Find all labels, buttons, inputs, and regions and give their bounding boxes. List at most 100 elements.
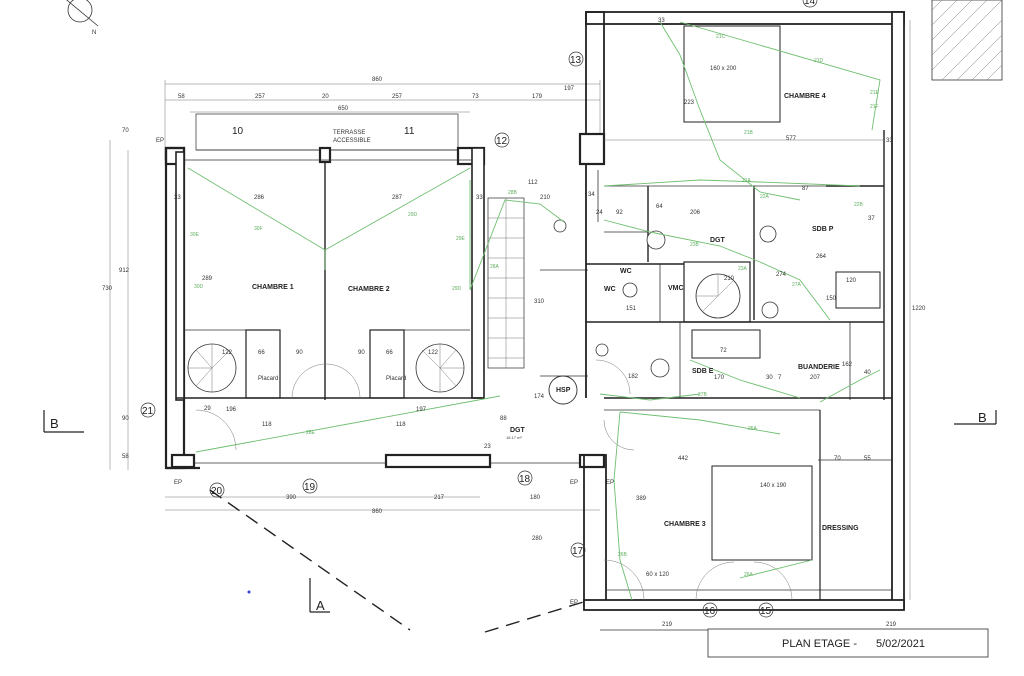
- elec-label-28a: 28A: [490, 264, 500, 270]
- walls-left-block: [164, 146, 606, 470]
- washbasin-icon: [761, 301, 779, 319]
- shower-size: 60 x 120: [646, 572, 670, 578]
- dim-180: 180: [530, 495, 541, 501]
- section-a-label: A: [316, 598, 325, 613]
- elec-label-25a: 25A: [748, 426, 758, 432]
- dim-286: 286: [254, 195, 265, 201]
- spiral-stair-left: [187, 343, 237, 393]
- elec-label-21c: 21C: [716, 34, 726, 40]
- hsp-circle: [548, 375, 578, 405]
- dim-162: 162: [842, 362, 853, 368]
- elec-label-21f: 21F: [870, 104, 879, 110]
- boundary-dashed: [209, 489, 591, 633]
- section-b-right-label: B: [978, 410, 987, 425]
- walls-right-block: [578, 11, 905, 611]
- dim-120: 120: [846, 278, 857, 284]
- marker-15-ring: [758, 602, 774, 618]
- section-b-left: [43, 410, 84, 433]
- dim-90a: 90: [296, 350, 303, 356]
- dim-23: 23: [484, 444, 491, 450]
- elec-label-30f: 30F: [254, 226, 263, 232]
- marker-17: 17: [572, 546, 584, 557]
- marker-17-ring: [570, 542, 586, 558]
- bed-size-chambre4: 160 x 200: [710, 66, 737, 72]
- dim-29: 29: [204, 406, 211, 412]
- dim-1220: 1220: [912, 306, 926, 312]
- dim-70b: 70: [834, 456, 841, 462]
- dim-118b: 118: [396, 422, 406, 428]
- dim-289: 289: [202, 276, 213, 282]
- dim-87: 87: [802, 186, 809, 192]
- marker-13: 13: [570, 55, 582, 66]
- marker-21: 21: [142, 406, 154, 417]
- dim-280: 280: [532, 536, 543, 542]
- dim-30: 30: [766, 375, 773, 381]
- room-chambre3: CHAMBRE 3: [664, 521, 706, 528]
- dim-92: 92: [616, 210, 623, 216]
- dim-58b: 58: [122, 454, 129, 460]
- dim-34: 34: [588, 192, 595, 198]
- dim-264: 264: [816, 254, 827, 260]
- neighbor-hatch: [931, 0, 1003, 81]
- dim-33b: 33: [476, 195, 483, 201]
- electrical-circuits: [187, 21, 881, 601]
- section-b-left-label: B: [50, 416, 59, 431]
- dim-150: 150: [826, 296, 837, 302]
- dim-207: 207: [810, 375, 821, 381]
- room-dgt-upper: DGT: [710, 237, 726, 244]
- ep-label-4: EP: [570, 600, 578, 606]
- room-dgt-lower: DGT: [510, 427, 526, 434]
- marker-16-ring: [702, 602, 718, 618]
- elec-label-28b: 28B: [508, 190, 518, 196]
- shower-icon: [646, 230, 666, 250]
- marker-18-ring: [517, 470, 533, 486]
- dimension-lines-top: [109, 20, 911, 600]
- dim-55: 55: [864, 456, 871, 462]
- dim-257a: 257: [255, 94, 266, 100]
- dim-860-bottom: 860: [372, 509, 383, 515]
- dim-223: 223: [684, 100, 695, 106]
- marker-13-ring: [568, 51, 584, 67]
- marker-20-ring: [209, 482, 225, 498]
- dim-33c: 33: [658, 18, 665, 24]
- marker-10: 10: [232, 126, 244, 137]
- dim-88: 88: [500, 416, 507, 422]
- dim-860-top: 860: [372, 77, 383, 83]
- terrace-label: TERRASSE: [333, 130, 365, 136]
- dim-196: 196: [226, 407, 237, 413]
- dim-73: 73: [472, 94, 479, 100]
- room-chambre2: CHAMBRE 2: [348, 286, 390, 293]
- marker-12-ring: [494, 132, 510, 148]
- ep-label-5: EP: [606, 480, 614, 486]
- dim-179: 179: [532, 94, 543, 100]
- marker-14: 14: [804, 0, 816, 7]
- dim-219b: 219: [886, 622, 897, 628]
- plan-title: PLAN ETAGE -: [782, 638, 857, 650]
- elec-label-28e: 28E: [306, 430, 316, 436]
- dim-40: 40: [864, 370, 871, 376]
- dim-197b: 197: [416, 407, 427, 413]
- elec-label-21e: 21E: [870, 90, 880, 96]
- dim-197: 197: [564, 86, 575, 92]
- elec-label-27b: 27B: [698, 392, 708, 398]
- dim-90c: 90: [122, 416, 129, 422]
- blue-dot: [247, 590, 251, 594]
- dim-257b: 257: [392, 94, 403, 100]
- room-wc-tag: WC: [620, 268, 632, 275]
- basin-icon: [650, 358, 670, 378]
- marker-20: 20: [211, 486, 223, 497]
- ep-label-2: EP: [174, 480, 182, 486]
- elec-label-23b: 23B: [690, 242, 700, 248]
- marker-15: 15: [760, 606, 772, 617]
- ep-label-3: EP: [570, 480, 578, 486]
- dim-122b: 122: [428, 350, 439, 356]
- dim-20: 20: [322, 94, 329, 100]
- room-hsp: HSP: [556, 387, 571, 394]
- marker-16: 16: [704, 606, 716, 617]
- dim-274: 274: [776, 272, 787, 278]
- dim-389: 389: [636, 496, 647, 502]
- elec-label-21a: 21A: [742, 178, 752, 184]
- elec-label-30e: 30E: [190, 232, 200, 238]
- dim-287: 287: [392, 195, 403, 201]
